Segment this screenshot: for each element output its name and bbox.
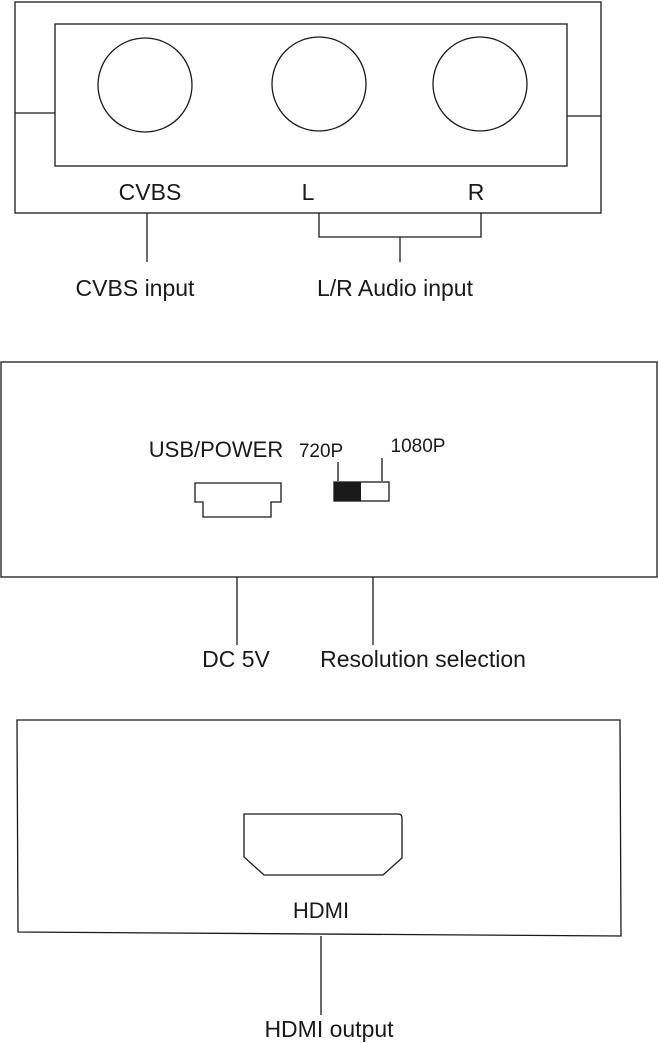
cvbs-connector-label: CVBS bbox=[119, 179, 182, 205]
hdmi-port-label: HDMI bbox=[293, 898, 349, 923]
usb-power-label: USB/POWER bbox=[149, 437, 283, 462]
resolution-selection-callout: Resolution selection bbox=[320, 646, 526, 672]
power-panel-outline bbox=[0, 361, 658, 578]
hdmi-port-icon bbox=[243, 813, 403, 876]
input-panel: CVBS L R CVBS input L/R Audio input bbox=[14, 1, 602, 301]
input-panel-outline bbox=[14, 1, 602, 214]
audio-left-jack bbox=[271, 36, 367, 132]
left-connector-label: L bbox=[302, 179, 315, 205]
resolution-switch-knob bbox=[334, 482, 361, 501]
usb-power-port-icon bbox=[194, 482, 282, 518]
cvbs-input-callout: CVBS input bbox=[76, 275, 196, 301]
hdmi-output-callout: HDMI output bbox=[264, 1016, 394, 1042]
hdmi-panel-outline bbox=[16, 719, 622, 937]
hdmi-panel: HDMI HDMI output bbox=[16, 719, 622, 1042]
dc-5v-callout: DC 5V bbox=[202, 646, 270, 672]
cvbs-jack bbox=[97, 37, 193, 133]
audio-right-jack bbox=[432, 36, 528, 132]
power-panel: USB/POWER 720P 1080P DC 5V Resolution se… bbox=[0, 361, 658, 672]
jack-bezel bbox=[54, 23, 568, 167]
right-connector-label: R bbox=[468, 179, 485, 205]
switch-1080p-label: 1080P bbox=[391, 436, 446, 457]
resolution-switch bbox=[333, 481, 390, 502]
audio-bracket-line bbox=[318, 213, 482, 262]
switch-720p-label: 720P bbox=[299, 441, 343, 462]
audio-input-callout: L/R Audio input bbox=[317, 275, 474, 301]
